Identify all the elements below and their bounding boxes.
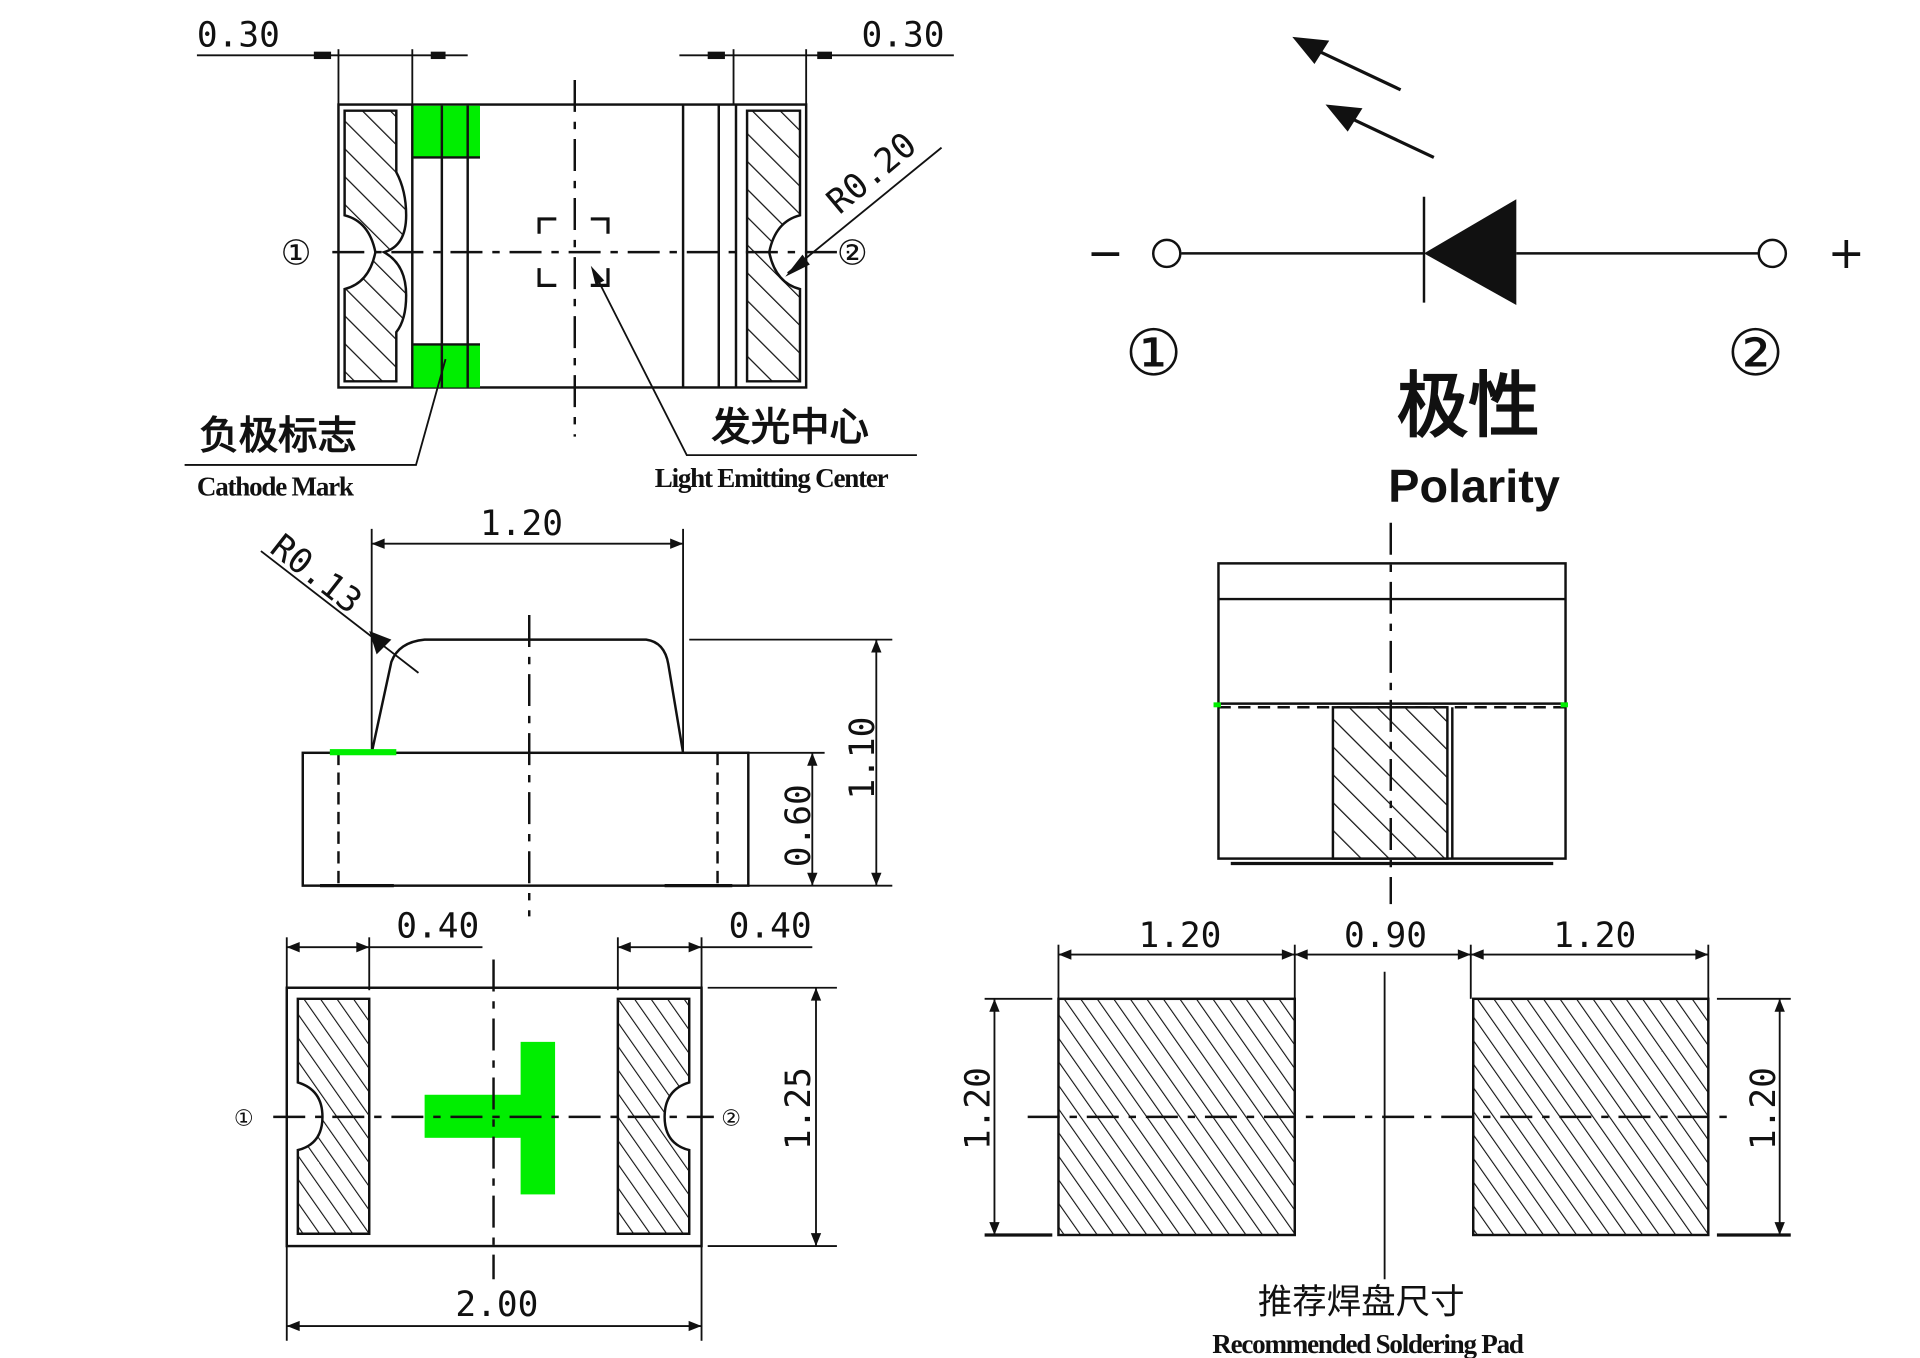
cathode-mark-en: Cathode Mark — [197, 472, 354, 502]
side-view: 1.20 R0.13 1.10 0.60 — [260, 504, 893, 917]
cathode-mark-top — [413, 105, 480, 159]
side-base — [301, 751, 750, 887]
dim-pad-gap: 0.90 — [1344, 916, 1427, 956]
polarity-title-en: Polarity — [1388, 460, 1560, 512]
bottom-pin1: ① — [234, 1106, 254, 1132]
top-pin2-label: ② — [837, 233, 868, 273]
terminal-cathode — [1152, 238, 1182, 269]
dim-radius-side: R0.13 — [263, 527, 369, 622]
dim-side-height-total: 1.10 — [843, 717, 883, 800]
light-emitting-chip — [537, 217, 610, 287]
end-view — [1213, 522, 1568, 905]
cathode-mark-bottom — [413, 343, 480, 388]
lens-dome — [370, 638, 685, 754]
top-dimension-left: 0.30 — [196, 16, 468, 105]
top-body-outline — [337, 103, 808, 389]
dim-pad-height-left: 1.20 — [959, 1067, 999, 1150]
polarity-pin2: ② — [1727, 317, 1784, 391]
dim-pad-height-right: 1.20 — [1744, 1067, 1784, 1150]
dim-side-width: 1.20 — [480, 504, 563, 544]
right-terminal — [745, 109, 802, 383]
dim-side-height-base: 0.60 — [779, 784, 819, 867]
dim-bottom-left: 0.40 — [396, 906, 479, 946]
light-center-cn: 发光中心 — [711, 404, 868, 450]
plus-sign: + — [1828, 228, 1865, 279]
soldering-pad-title-cn: 推荐焊盘尺寸 — [1258, 1283, 1465, 1323]
cathode-mark-cn: 负极标志 — [199, 413, 356, 459]
dim-bottom-height: 1.25 — [779, 1067, 819, 1150]
top-pin1-label: ① — [281, 233, 312, 273]
polarity-title-cn: 极性 — [1397, 365, 1540, 448]
terminal-anode — [1757, 238, 1788, 269]
dim-top-left: 0.30 — [197, 16, 280, 56]
dim-bottom-right: 0.40 — [729, 906, 812, 946]
top-dimension-right: 0.30 — [679, 16, 954, 105]
dim-pad-left-width: 1.20 — [1138, 916, 1221, 956]
left-terminal — [343, 109, 408, 383]
dim-pad-right-width: 1.20 — [1553, 916, 1636, 956]
top-view: 0.30 0.30 — [184, 16, 954, 502]
soldering-pad-view: 1.20 0.90 1.20 1.20 1.20 推荐焊盘尺寸 Recommen… — [959, 916, 1791, 1358]
bottom-view: 0.40 0.40 ① ② 1.25 2.00 — [234, 906, 837, 1341]
minus-sign: − — [1087, 228, 1124, 279]
soldering-pad-title-en: Recommended Soldering Pad — [1212, 1329, 1524, 1358]
polarity-pin1: ① — [1125, 317, 1182, 391]
light-emission-arrows-icon — [1292, 36, 1435, 159]
diode-icon — [1422, 196, 1517, 306]
dim-bottom-length: 2.00 — [455, 1285, 538, 1325]
light-center-en: Light Emitting Center — [655, 463, 889, 493]
bottom-pin2: ② — [721, 1106, 741, 1132]
side-cathode-mark — [329, 749, 397, 756]
polarity-symbol: − + ① ② 极性 Polarity — [1087, 36, 1865, 512]
dim-top-right: 0.30 — [862, 16, 945, 56]
